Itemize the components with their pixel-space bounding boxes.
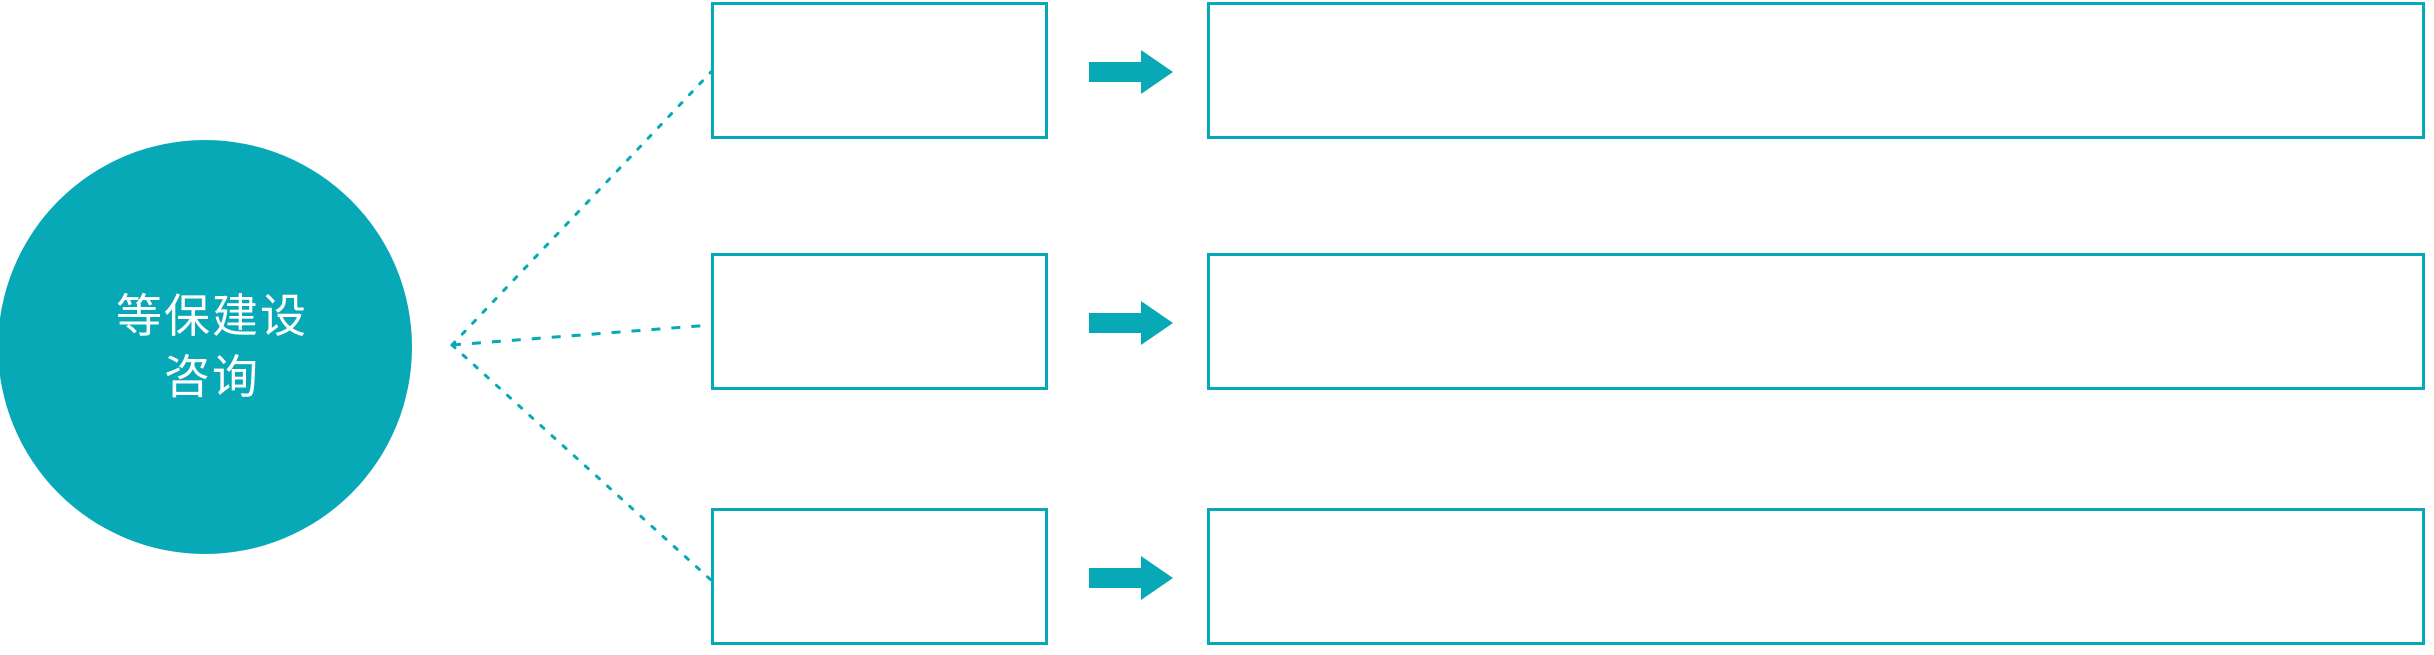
hub-label: 等保建设 咨询 [116, 290, 308, 403]
diagram-row [0, 506, 2434, 655]
diagram-row [0, 0, 2434, 145]
stage-box[interactable] [711, 508, 1048, 645]
arrow-right-icon [1089, 301, 1173, 345]
detail-box[interactable] [1207, 253, 2425, 390]
arrow-right-icon [1089, 50, 1173, 94]
hub-circle[interactable]: 等保建设 咨询 [0, 140, 412, 554]
stage-box[interactable] [711, 253, 1048, 390]
stage-box[interactable] [711, 2, 1048, 139]
diagram-row [0, 251, 2434, 399]
arrow-right-icon [1089, 556, 1173, 600]
detail-box[interactable] [1207, 508, 2425, 645]
detail-box[interactable] [1207, 2, 2425, 139]
